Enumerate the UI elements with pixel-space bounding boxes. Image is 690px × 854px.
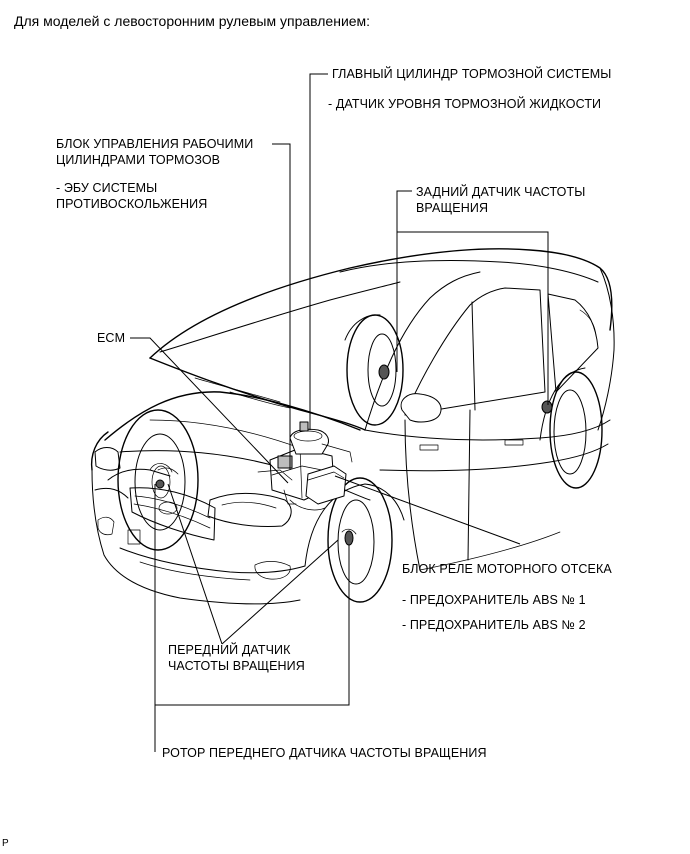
label-skid-ecu-line1: - ЭБУ СИСТЕМЫ bbox=[56, 181, 158, 195]
diagram-heading: Для моделей с левосторонним рулевым упра… bbox=[14, 13, 371, 29]
label-actuator-line1: БЛОК УПРАВЛЕНИЯ РАБОЧИМИ bbox=[56, 137, 254, 151]
label-fluid-level-sensor: - ДАТЧИК УРОВНЯ ТОРМОЗНОЙ ЖИДКОСТИ bbox=[328, 97, 602, 111]
label-skid-ecu-line2: ПРОТИВОСКОЛЬЖЕНИЯ bbox=[56, 197, 208, 211]
label-fuse-1: - ПРЕДОХРАНИТЕЛЬ ABS № 1 bbox=[402, 593, 586, 607]
label-actuator-line2: ЦИЛИНДРАМИ ТОРМОЗОВ bbox=[56, 153, 221, 167]
master-cylinder bbox=[289, 421, 353, 463]
label-front-sensor-line2: ЧАСТОТЫ ВРАЩЕНИЯ bbox=[168, 659, 305, 673]
car-body bbox=[90, 248, 615, 605]
corner-mark: P bbox=[2, 838, 9, 849]
label-ecm: ECM bbox=[97, 331, 126, 345]
relay-block bbox=[305, 465, 347, 505]
label-front-sensor-line1: ПЕРЕДНИЙ ДАТЧИК bbox=[168, 643, 291, 657]
label-master-cylinder: ГЛАВНЫЙ ЦИЛИНДР ТОРМОЗНОЙ СИСТЕМЫ bbox=[332, 67, 612, 81]
label-rear-sensor-line2: ВРАЩЕНИЯ bbox=[416, 201, 489, 215]
label-rear-sensor-line1: ЗАДНИЙ ДАТЧИК ЧАСТОТЫ bbox=[416, 185, 586, 199]
leader-lines bbox=[130, 73, 549, 752]
label-fuse-2: - ПРЕДОХРАНИТЕЛЬ ABS № 2 bbox=[402, 618, 586, 632]
label-relay-block: БЛОК РЕЛЕ МОТОРНОГО ОТСЕКА bbox=[402, 562, 612, 576]
label-rotor: РОТОР ПЕРЕДНЕГО ДАТЧИКА ЧАСТОТЫ ВРАЩЕНИЯ bbox=[162, 746, 487, 760]
